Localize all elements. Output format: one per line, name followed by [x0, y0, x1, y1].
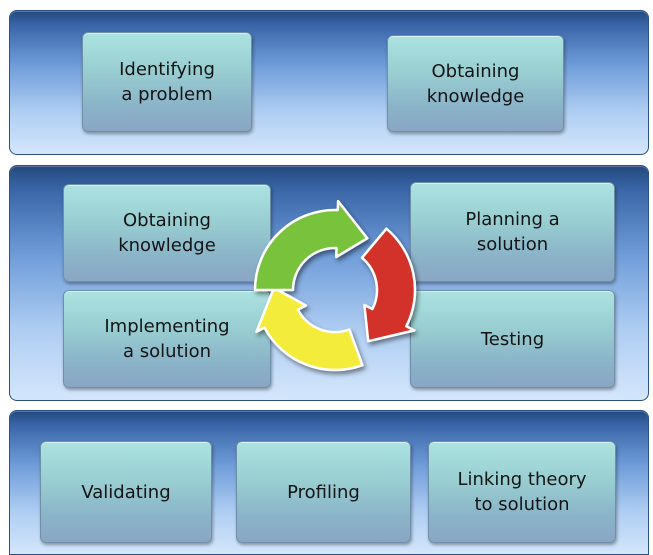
cycle-arrows-icon: [253, 199, 417, 372]
identifying-a-problem-box[interactable]: Identifying a problem: [82, 32, 252, 132]
validating-box[interactable]: Validating: [40, 441, 212, 543]
profiling-box[interactable]: Profiling: [236, 441, 411, 543]
box-label: Linking theory to solution: [457, 469, 587, 515]
box-label: Implementing a solution: [104, 316, 230, 362]
box-label: Validating: [81, 481, 171, 503]
implementing-a-solution-box[interactable]: Implementing a solution: [63, 290, 271, 388]
linking-theory-to-solution-box[interactable]: Linking theory to solution: [428, 441, 616, 543]
cycle-arrow-red: [360, 227, 417, 343]
box-label: Testing: [480, 328, 545, 350]
box-label: Planning a solution: [465, 209, 560, 255]
testing-box[interactable]: Testing: [410, 290, 615, 388]
planning-a-solution-box[interactable]: Planning a solution: [410, 182, 615, 282]
cycle-arrow-green: [253, 199, 369, 292]
obtaining-knowledge-box-middle[interactable]: Obtaining knowledge: [63, 184, 271, 282]
obtaining-knowledge-box-top[interactable]: Obtaining knowledge: [387, 35, 564, 132]
box-label: Profiling: [287, 481, 360, 503]
box-label: Identifying a problem: [119, 59, 215, 105]
box-label: Obtaining knowledge: [426, 60, 525, 107]
cycle-arrow-yellow: [255, 286, 364, 372]
box-label: Obtaining knowledge: [118, 210, 216, 256]
